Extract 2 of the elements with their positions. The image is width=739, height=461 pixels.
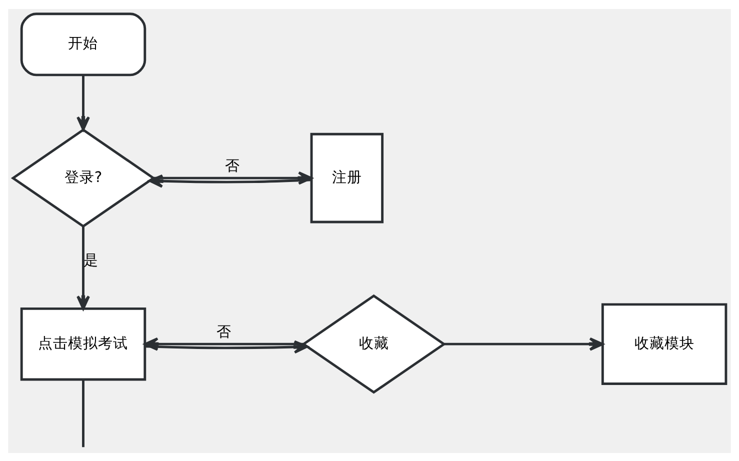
edge-label: 否 xyxy=(216,322,232,340)
edge-label: 否 xyxy=(224,156,240,174)
